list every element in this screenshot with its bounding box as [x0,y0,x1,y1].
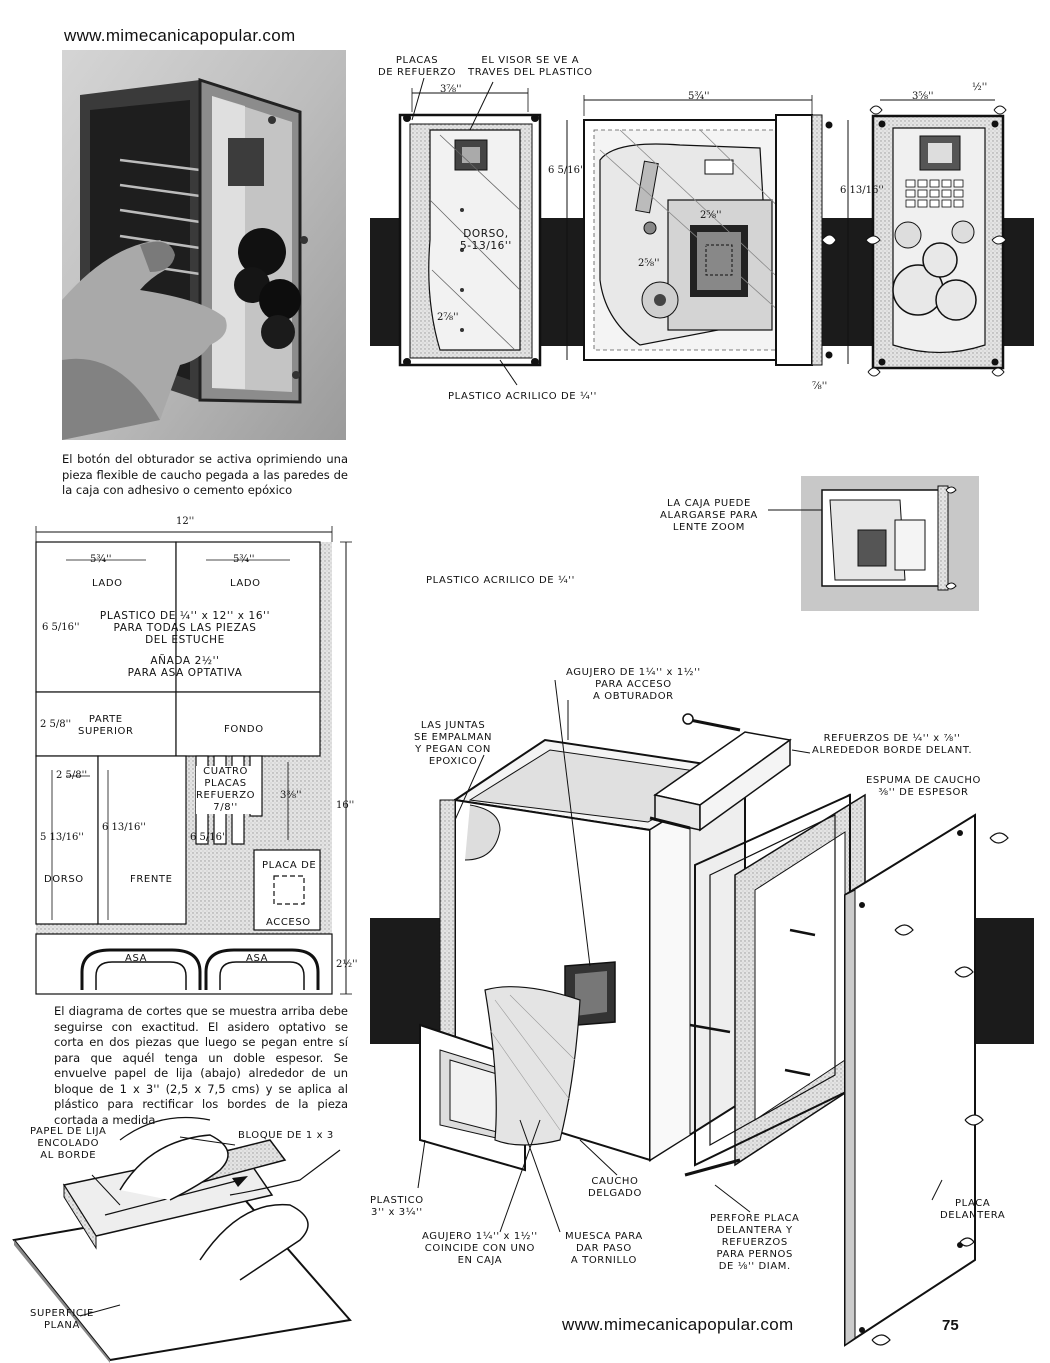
dim-12: 12'' [176,516,195,527]
label-lado-2: LADO [230,578,261,589]
label-plastico-exploded: PLASTICO ACRILICO DE ¼'' [426,575,575,586]
dim-d7: 2⅝'' [700,210,722,221]
dim-d2: 5¾'' [688,91,710,102]
label-asa-1: ASA [125,953,148,964]
label-plastico-3x3: PLASTICO 3'' x 3¼'' [370,1195,424,1218]
label-espuma: ESPUMA DE CAUCHO ⅜'' DE ESPESOR [866,775,981,798]
footer-url[interactable]: www.mimecanicapopular.com [562,1315,794,1334]
label-caja-zoom: LA CAJA PUEDE ALARGARSE PARA LENTE ZOOM [660,498,758,533]
page-number: 75 [942,1317,959,1334]
label-acceso: ACCESO [266,917,311,928]
dim-h5: 6 13/16'' [102,822,146,833]
label-perfore: PERFORE PLACA DELANTERA Y REFUERZOS PARA… [710,1213,800,1272]
label-placas-refuerzo: PLACAS DE REFUERZO [378,55,457,78]
dim-h4: 5 13/16'' [40,832,84,843]
camera-case-photo [62,50,346,440]
top-orthographic-diagram [370,77,1034,386]
dim-d5: 6 5/16'' [548,165,586,176]
dim-16: 16'' [336,800,355,811]
dim-d3: 3⅝'' [912,91,934,102]
zoom-inset [768,476,979,611]
dim-h1: 6 5/16'' [42,622,80,633]
dim-h3: 3⅜'' [280,790,302,801]
dim-w1: 5¾'' [90,554,112,565]
label-papel-lija: PAPEL DE LIJA ENCOLADO AL BORDE [30,1126,107,1161]
dim-w3: 2 5/8'' [56,770,88,781]
dim-d8: 2⅝'' [638,258,660,269]
label-placa-de: PLACA DE [262,860,317,871]
dim-h6: 6 5/16'' [190,832,228,843]
header-url[interactable]: www.mimecanicapopular.com [64,26,296,45]
label-refuerzos: REFUERZOS DE ¼'' x ⅞'' ALREDEDOR BORDE D… [812,733,973,756]
label-juntas: LAS JUNTAS SE EMPALMAN Y PEGAN CON EPOXI… [414,720,493,767]
dim-d1: 3⅞'' [440,84,462,95]
dim-w2: 5¾'' [233,554,255,565]
label-agujero-obturador: AGUJERO DE 1¼'' x 1½'' PARA ACCESO A OBT… [566,667,701,702]
label-placa-delantera: PLACA DELANTERA [940,1198,1006,1221]
label-bloque: BLOQUE DE 1 x 3 [238,1130,334,1141]
label-caucho-delgado: CAUCHO DELGADO [588,1176,642,1199]
label-frente: FRENTE [130,874,173,885]
sanding-illustration [12,1117,352,1363]
exploded-view [370,679,1034,1347]
dim-h7: 2½'' [336,959,358,970]
label-plastico-cut: PLASTICO DE ¼'' x 12'' x 16'' PARA TODAS… [99,610,271,646]
label-parte-superior: PARTE SUPERIOR [78,714,134,737]
photo-caption: El botón del obturador se activa oprimie… [62,452,348,497]
cutting-caption: El diagrama de cortes que se muestra arr… [54,1004,348,1127]
dim-d10: ⅞'' [812,381,828,392]
label-fondo: FONDO [224,724,264,735]
dim-d9: 2⅞'' [437,312,459,323]
label-superficie: SUPERFICIE PLANA [30,1308,94,1331]
label-cuatro-placas: CUATRO PLACAS REFUERZO 7/8'' [196,766,256,814]
label-muesca: MUESCA PARA DAR PASO A TORNILLO [565,1231,643,1266]
label-lado-1: LADO [92,578,123,589]
label-agujero-coincide: AGUJERO 1¼'' x 1½'' COINCIDE CON UNO EN … [422,1231,538,1266]
label-visor: EL VISOR SE VE A TRAVES DEL PLASTICO [468,55,593,78]
label-asa-2: ASA [246,953,269,964]
dim-d6: 6 13/16'' [840,185,884,196]
dim-d4: ½'' [972,82,988,93]
label-dorso-cut: DORSO [44,874,84,885]
label-anada: AÑADA 2½'' PARA ASA OPTATIVA [127,655,243,679]
label-dorso: DORSO, 5-13/16'' [460,228,512,252]
label-plastico-top: PLASTICO ACRILICO DE ¼'' [448,391,597,402]
dim-h2: 2 5/8'' [40,719,72,730]
